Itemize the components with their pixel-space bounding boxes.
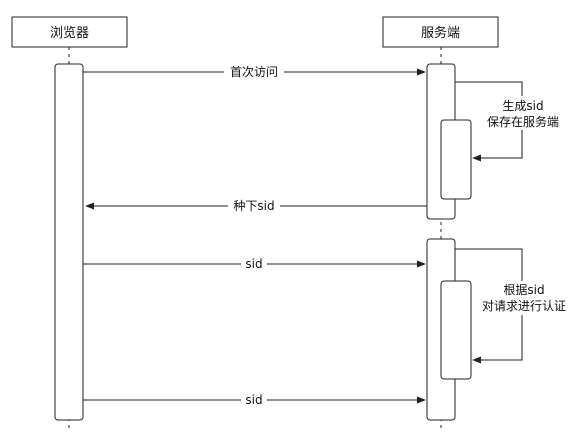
server-actor: 服务端 <box>382 16 499 48</box>
message-plant-sid-label: 种下sid <box>233 199 274 213</box>
note-auth-request: 根据sid 对请求进行认证 <box>478 281 572 315</box>
browser-activation-bar <box>54 63 84 421</box>
note-generate-line2: 保存在服务端 <box>487 114 559 129</box>
browser-actor: 浏览器 <box>11 16 128 48</box>
message-first-visit-label: 首次访问 <box>230 65 278 79</box>
message-sid-label-2: sid <box>245 393 262 407</box>
server-actor-label: 服务端 <box>421 25 460 41</box>
note-auth-line2: 对请求进行认证 <box>482 299 566 313</box>
server-nested-activation-2 <box>440 280 472 380</box>
message-sid-label-1: sid <box>245 257 262 271</box>
server-nested-activation-1 <box>440 119 472 200</box>
browser-actor-label: 浏览器 <box>50 25 89 41</box>
note-generate-sid: 生成sid 保存在服务端 <box>480 96 566 130</box>
note-auth-line1: 根据sid <box>503 283 544 297</box>
note-generate-line1: 生成sid <box>502 99 543 113</box>
